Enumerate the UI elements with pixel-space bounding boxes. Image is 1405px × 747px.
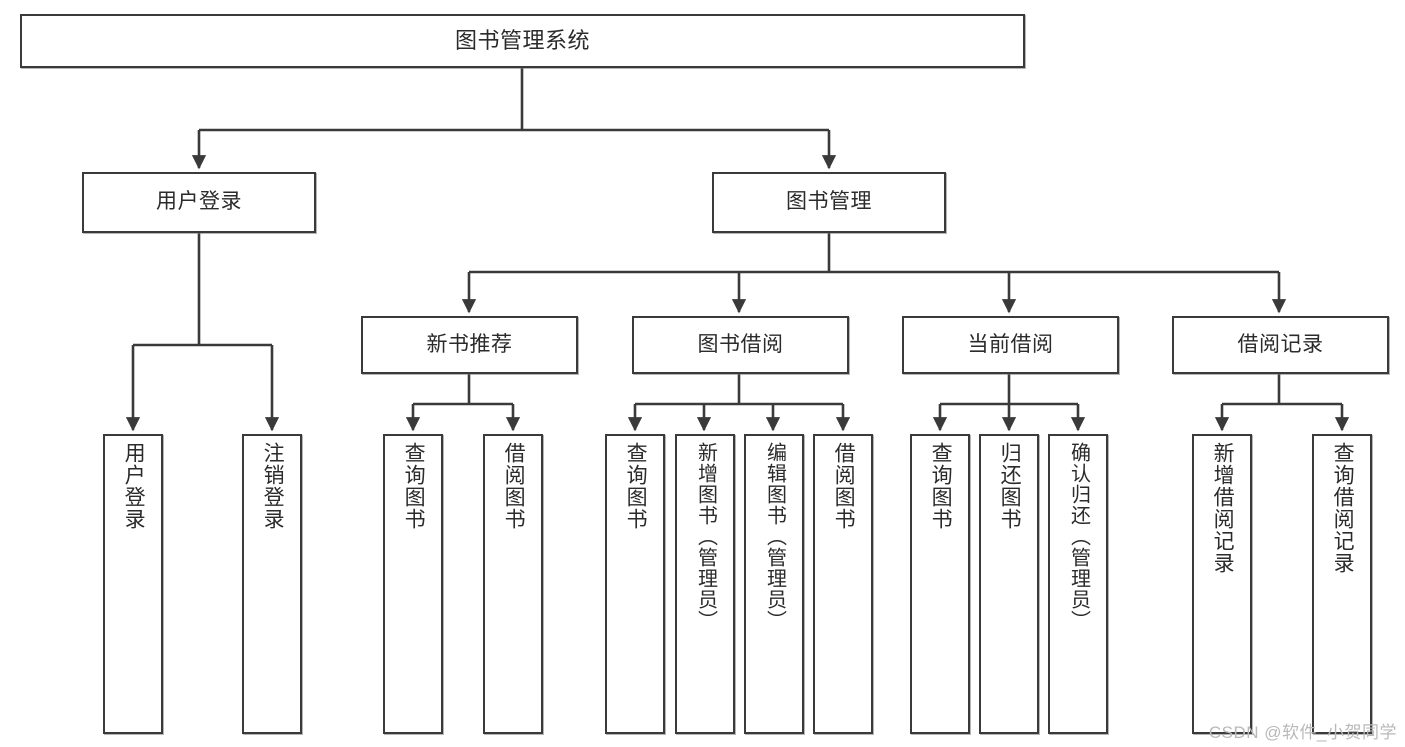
- node-leaf-query-book-1-label: 查询图书: [402, 442, 426, 530]
- node-leaf-return-book[interactable]: 归还图书: [979, 434, 1039, 734]
- node-leaf-add-record[interactable]: 新增借阅记录: [1192, 434, 1252, 734]
- node-leaf-add-record-label: 新增借阅记录: [1211, 442, 1235, 574]
- node-leaf-query-record-label: 查询借阅记录: [1331, 442, 1355, 574]
- node-leaf-return-book-label: 归还图书: [998, 442, 1022, 530]
- node-book-borrow[interactable]: 图书借阅: [632, 316, 849, 374]
- node-new-book-recommend-label: 新书推荐: [426, 332, 513, 356]
- watermark: CSDN @软件_小贺同学: [1208, 723, 1397, 742]
- node-current-borrow-label: 当前借阅: [967, 332, 1054, 356]
- node-root-label: 图书管理系统: [454, 28, 590, 54]
- node-leaf-add-book-label: 新增图书（管理员）: [694, 442, 717, 631]
- node-current-borrow[interactable]: 当前借阅: [902, 316, 1119, 374]
- node-leaf-user-login[interactable]: 用户登录: [103, 434, 163, 734]
- node-leaf-query-book-2-label: 查询图书: [624, 442, 648, 530]
- node-leaf-borrow-book-1[interactable]: 借阅图书: [483, 434, 543, 734]
- node-user-login[interactable]: 用户登录: [82, 172, 316, 233]
- node-book-manage-label: 图书管理: [786, 190, 872, 214]
- node-borrow-record-label: 借阅记录: [1237, 332, 1324, 356]
- node-leaf-query-book-2[interactable]: 查询图书: [605, 434, 665, 734]
- node-user-login-label: 用户登录: [156, 190, 242, 214]
- node-leaf-borrow-book-2[interactable]: 借阅图书: [813, 434, 873, 734]
- node-leaf-confirm-return-label: 确认归还（管理员）: [1067, 442, 1090, 631]
- node-leaf-edit-book[interactable]: 编辑图书（管理员）: [744, 434, 804, 734]
- node-leaf-query-book-3-label: 查询图书: [929, 442, 953, 530]
- node-leaf-confirm-return[interactable]: 确认归还（管理员）: [1048, 434, 1108, 734]
- node-book-borrow-label: 图书借阅: [697, 332, 784, 356]
- node-leaf-borrow-book-2-label: 借阅图书: [832, 442, 856, 530]
- node-leaf-query-book-3[interactable]: 查询图书: [910, 434, 970, 734]
- node-new-book-recommend[interactable]: 新书推荐: [361, 316, 578, 374]
- node-leaf-user-logout[interactable]: 注销登录: [242, 434, 302, 734]
- node-book-manage[interactable]: 图书管理: [712, 172, 946, 233]
- node-leaf-borrow-book-1-label: 借阅图书: [502, 442, 526, 530]
- node-leaf-add-book[interactable]: 新增图书（管理员）: [675, 434, 735, 734]
- node-leaf-query-book-1[interactable]: 查询图书: [383, 434, 443, 734]
- node-borrow-record[interactable]: 借阅记录: [1172, 316, 1389, 374]
- node-root[interactable]: 图书管理系统: [20, 14, 1025, 68]
- node-leaf-user-logout-label: 注销登录: [261, 442, 285, 530]
- node-leaf-query-record[interactable]: 查询借阅记录: [1312, 434, 1372, 734]
- node-leaf-user-login-label: 用户登录: [122, 442, 146, 530]
- node-leaf-edit-book-label: 编辑图书（管理员）: [763, 442, 786, 631]
